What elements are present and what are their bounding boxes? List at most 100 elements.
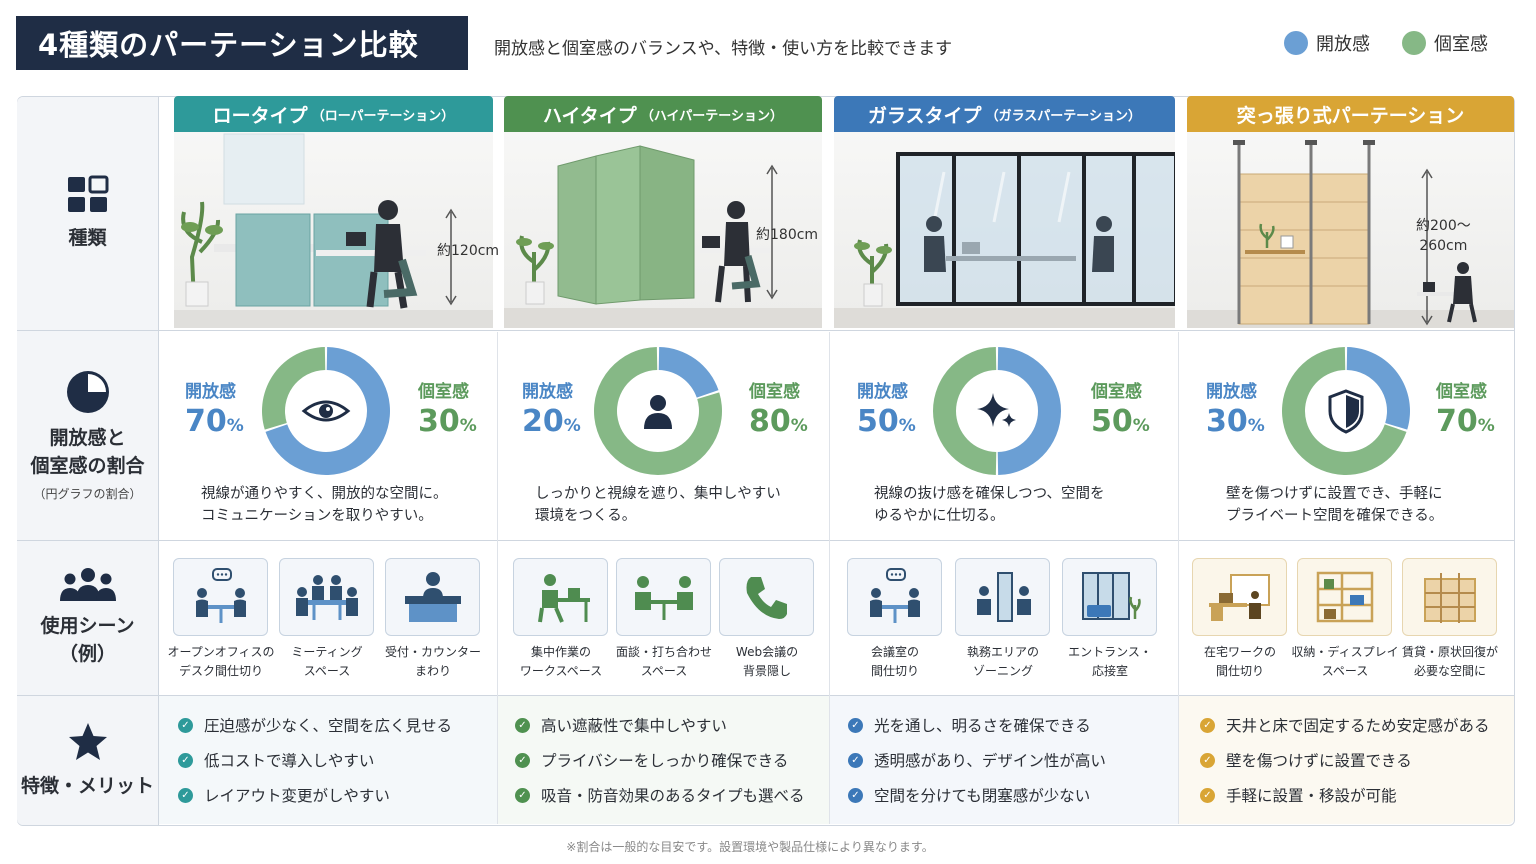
scene-card (385, 558, 480, 636)
entrance-icon (1081, 572, 1141, 620)
donut-slice-private (594, 347, 722, 475)
donut-chart-high (594, 347, 722, 475)
private-pct: 80 (749, 404, 791, 439)
pct-unit: % (563, 416, 581, 436)
meeting-chat-icon (869, 568, 920, 623)
open-value: 70% (185, 404, 244, 439)
feature-item: ✓手軽に設置・移設が可能 (1200, 784, 1490, 806)
feature-item: ✓ 透明感があり、デザイン性が高い (848, 749, 1106, 771)
check-icon: ✓ (178, 717, 193, 733)
row-head-ratio: 開放感と 個室感の割合 （円グラフの割合） (17, 331, 159, 540)
footnote: ※割合は一般的な目安です。設置環境や製品仕様により異なります。 (566, 840, 934, 854)
row-head-feature-label: 特徴・メリット (20, 774, 154, 797)
people-icon (59, 568, 116, 602)
scene-card (1402, 558, 1497, 636)
open-pct: 70 (185, 404, 227, 439)
feature-text: 壁を傷つけずに設置できる (1226, 752, 1412, 770)
scene-label: 賃貸・原状回復が 必要な空間に (1401, 645, 1498, 678)
panel-icon (1423, 573, 1476, 623)
feature-item: ✓ 低コストで導入しやすい (178, 749, 452, 771)
private-pct: 50 (1091, 404, 1133, 439)
description: しっかりと視線を遮り、集中しやすい 環境をつくる。 (535, 486, 781, 524)
donut-chart-glass (932, 347, 1062, 475)
open-value: 30% (1206, 404, 1265, 439)
divider (17, 695, 1515, 696)
legend-label-private: 個室感 (1434, 34, 1488, 55)
open-value: 20% (522, 404, 581, 439)
feature-item: ✓ 光を通し、明るさを確保できる (848, 714, 1106, 736)
private-label: 個室感 (749, 382, 800, 402)
feature-text: プライバシーをしっかり確保できる (541, 752, 789, 770)
check-icon: ✓ (848, 717, 863, 733)
eye-icon (301, 400, 351, 422)
meeting-chat-icon (195, 568, 246, 623)
scene-label: 執務エリアの ゾーニング (966, 645, 1039, 678)
pie-chart-icon (66, 371, 109, 414)
person-icon (644, 395, 672, 429)
legend-item-private: 個室感 (1402, 30, 1488, 56)
row-head-type: 種類 (17, 97, 159, 330)
grid-icon (67, 175, 108, 212)
scene-card (513, 558, 608, 636)
feature-list: ✓ 光を通し、明るさを確保できる ✓ 透明感があり、デザイン性が高い ✓ 空間を分けて… (848, 696, 1106, 824)
height-label: 約200〜 260cm (1416, 218, 1471, 255)
scene-card (955, 558, 1050, 636)
donut-slice-open (265, 347, 390, 475)
check-icon: ✓ (848, 752, 863, 768)
check-icon: ✓ (515, 752, 530, 768)
scene-card (279, 558, 374, 636)
feature-bg (1179, 696, 1514, 824)
open-label: 開放感 (1206, 382, 1257, 402)
pct-unit: % (459, 416, 477, 436)
scene-label: 受付・カウンター まわり (384, 645, 481, 678)
column-title: ガラスタイプ (867, 104, 982, 127)
high-partition-illustration (504, 145, 822, 328)
scene-card (1192, 558, 1287, 636)
feature-text: 光を通し、明るさを確保できる (874, 717, 1091, 735)
feature-text: 透明感があり、デザイン性が高い (874, 752, 1106, 770)
column-header-high: ハイタイプ （ハイパーテーション） (504, 96, 822, 132)
low-partition-illustration (174, 133, 493, 328)
height-label: 約180cm (756, 227, 819, 243)
donut-slice-open (1346, 347, 1410, 430)
check-icon: ✓ (178, 752, 193, 768)
legend-swatch-private (1402, 31, 1426, 55)
open-label: 開放感 (185, 382, 236, 402)
scene-card (847, 558, 942, 636)
page-subtitle: 開放感と個室感のバランスや、特徴・使い方を比較できます (494, 39, 953, 59)
pct-unit: % (1132, 416, 1150, 436)
legend-item-open: 開放感 (1284, 30, 1370, 56)
interview-icon (634, 576, 693, 620)
shield-icon (1328, 389, 1364, 434)
scene-label: 収納・ディスプレイ スペース (1291, 645, 1399, 678)
sparkle-icon (977, 393, 1016, 427)
feature-text: 空間を分けても閉塞感が少ない (874, 787, 1091, 805)
scene-card (1297, 558, 1392, 636)
tension-partition-illustration (1187, 140, 1514, 328)
scene-card (173, 558, 268, 636)
pct-unit: % (790, 416, 808, 436)
description: 壁を傷つけずに設置でき、手軽に プライベート空間を確保できる。 (1226, 486, 1444, 524)
scene-label: エントランス・ 応接室 (1068, 645, 1152, 678)
scene-label: 在宅ワークの 間仕切り (1203, 645, 1276, 678)
feature-list: ✓高い遮蔽性で集中しやすい ✓プライバシーをしっかり確保できる ✓吸音・防音効果… (515, 696, 805, 824)
column-title: 突っ張り式パーテーション (1236, 104, 1465, 127)
check-icon: ✓ (1200, 752, 1215, 768)
feature-item: ✓天井と床で固定するため安定感がある (1200, 714, 1490, 736)
shelf-icon (1316, 571, 1373, 623)
private-label: 個室感 (418, 382, 469, 402)
private-pct: 70 (1436, 404, 1478, 439)
description: 視線の抜け感を確保しつつ、空間を ゆるやかに仕切る。 (874, 486, 1105, 524)
desk-work-icon (537, 574, 590, 623)
column-header-low: ロータイプ （ローパーテーション） (174, 96, 493, 132)
column-title-sub: （ローパーテーション） (311, 108, 455, 124)
home-work-icon (1208, 574, 1270, 621)
feature-text: 低コストで導入しやすい (204, 752, 375, 770)
column-header-tension: 突っ張り式パーテーション (1187, 96, 1514, 132)
scene-label: ミーティング スペース (291, 645, 363, 678)
scene-label: 面談・打ち合わせ スペース (615, 645, 712, 678)
scene-label: Web会議の 背景隠し (735, 645, 799, 678)
feature-bg (159, 696, 497, 824)
check-icon: ✓ (1200, 787, 1215, 803)
check-icon: ✓ (515, 787, 530, 803)
